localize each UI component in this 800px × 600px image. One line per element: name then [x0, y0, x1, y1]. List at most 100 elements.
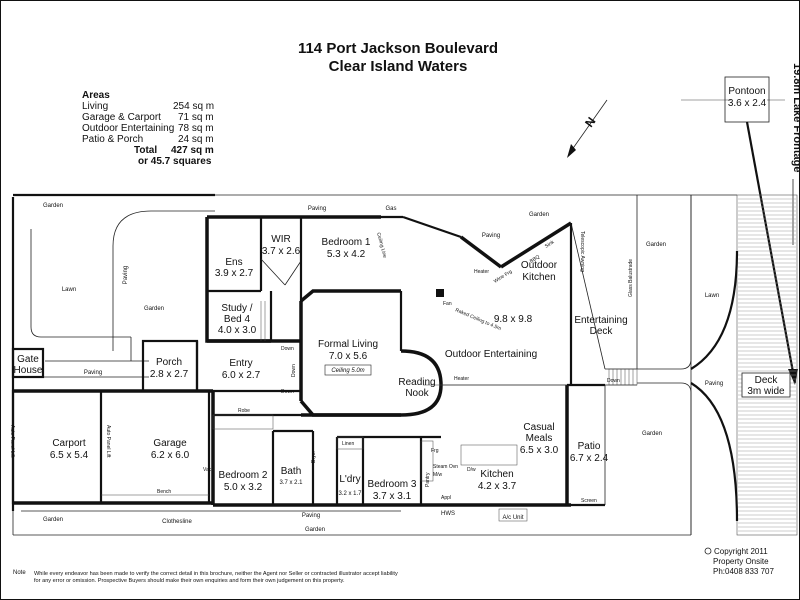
vac-label: Vac [203, 467, 212, 473]
areas-table: Areas Living 254 sq m Garage & Carport 7… [82, 90, 214, 167]
copyright-icon [704, 547, 712, 555]
garden-label: Garden [642, 431, 662, 437]
fan-label: Fan [443, 301, 452, 307]
study-label2: Bed 4 [224, 314, 251, 325]
formal-living-dim: 7.0 x 5.6 [329, 351, 368, 362]
gatehouse-label2: House [14, 365, 43, 376]
wir-dim: 3.7 x 2.6 [262, 246, 301, 257]
garden-label: Garden [529, 212, 549, 218]
steam-oven-label: Steam Ovn [433, 464, 458, 470]
entertaining-deck-label2: Deck [590, 326, 614, 337]
garden-label: Garden [43, 517, 63, 523]
garden-label: Garden [144, 306, 164, 312]
bedroom2-dim: 5.0 x 3.2 [224, 482, 263, 493]
sink-label: Sink [544, 239, 556, 250]
wine-fridge-label: Wine Frg [493, 269, 514, 285]
laundry-dim: 3.2 x 1.7 [338, 491, 362, 497]
paving-label: Paving [302, 513, 320, 519]
lawn-label: Lawn [62, 287, 76, 293]
linen-label: Linen [342, 441, 354, 447]
bedroom2-label: Bedroom 2 [219, 470, 268, 481]
title-line2: Clear Island Waters [329, 58, 468, 75]
appliance-label: Appl [441, 495, 451, 501]
carport-label: Carport [52, 438, 86, 449]
porch-label: Porch [156, 357, 182, 368]
deck-stairs [608, 368, 638, 386]
outside-labels: Garden Lawn Garden Paving Paving Paving … [43, 203, 723, 533]
bedroom3-label: Bedroom 3 [368, 479, 417, 490]
study-dim: 4.0 x 3.0 [218, 325, 257, 336]
paving-label: Paving [123, 266, 129, 284]
bedroom1-dim: 5.3 x 4.2 [327, 249, 366, 260]
dishwasher-label: D/w [467, 467, 476, 473]
down-label: Down [291, 364, 297, 377]
gatehouse-label: Gate [17, 354, 39, 365]
down-label: Down [281, 389, 294, 395]
garage-label: Garage [153, 438, 187, 449]
clothesline-label: Clothesline [162, 519, 192, 525]
garage-dim: 6.2 x 6.0 [151, 450, 190, 461]
gas-label: Gas [385, 206, 396, 212]
fridge-label: Frg [431, 448, 439, 454]
casual-meals-label2: Meals [526, 433, 553, 444]
auto-panel-label: Auto Panel Lift [105, 425, 111, 458]
copyright-line1: Copyright 2011 [714, 547, 768, 556]
casual-meals-label: Casual [523, 422, 554, 433]
area-name: Garage & Carport [82, 112, 161, 123]
north-label: N [582, 115, 598, 130]
paving-label: Paving [308, 206, 326, 212]
outdoor-entertaining-label: Outdoor Entertaining [445, 349, 537, 360]
area-total-value: 427 sq m [171, 145, 214, 156]
reading-nook-label2: Nook [405, 388, 429, 399]
ens-dim: 3.9 x 2.7 [215, 268, 254, 279]
bbq-label: BBQ [529, 254, 541, 265]
room-labels: Bedroom 1 5.3 x 4.2 WIR 3.7 x 2.6 Ens 3.… [14, 234, 628, 502]
outdoor-kitchen-label: Outdoor [521, 260, 558, 271]
lake-frontage-label: 19.8m Lake Frontage [791, 63, 800, 172]
bedroom1-label: Bedroom 1 [322, 237, 371, 248]
ens-label: Ens [225, 257, 242, 268]
area-total-label: Total [134, 145, 157, 156]
reading-nook-label: Reading [398, 377, 435, 388]
kitchen-label: Kitchen [480, 469, 513, 480]
lawn-label: Lawn [705, 293, 719, 299]
note-label: Note [13, 570, 26, 576]
ac-unit-label: A/c Unit [502, 515, 523, 521]
deck-dim: 3m wide [747, 386, 785, 397]
garden-label: Garden [305, 527, 325, 533]
heater-label: Heater [454, 376, 469, 382]
garden-label: Garden [43, 203, 63, 209]
formal-ceiling-note: Ceiling 5.0m [331, 368, 364, 374]
heater-label: Heater [474, 269, 489, 275]
pontoon-dim: 3.6 x 2.4 [728, 98, 767, 109]
area-squares: or 45.7 squares [138, 156, 212, 167]
copyright-block: Copyright 2011 Property Onsite Ph:0408 8… [704, 547, 774, 576]
porch-dim: 2.8 x 2.7 [150, 369, 189, 380]
casual-meals-dim: 6.5 x 3.0 [520, 445, 559, 456]
carport-dim: 6.5 x 5.4 [50, 450, 89, 461]
area-value: 78 sq m [178, 123, 214, 134]
kitchen-dim: 4.2 x 3.7 [478, 481, 517, 492]
entry-label: Entry [229, 358, 252, 369]
paving-label: Paving [705, 381, 723, 387]
paving-label: Paving [482, 233, 500, 239]
down-label: Down [607, 378, 620, 384]
copyright-line3: Ph:0408 833 707 [713, 567, 774, 576]
bath-dim: 3.7 x 2.1 [279, 480, 303, 486]
entry-dim: 6.0 x 2.7 [222, 370, 261, 381]
garden-label: Garden [646, 242, 666, 248]
outdoor-entertaining-dim: 9.8 x 9.8 [494, 314, 533, 325]
down-label: Down [281, 346, 294, 352]
area-name: Outdoor Entertaining [82, 123, 174, 134]
fan-icon [436, 289, 444, 297]
patio-label: Patio [578, 441, 601, 452]
area-name: Patio & Porch [82, 134, 143, 145]
hws-label: HWS [441, 511, 455, 517]
pontoon-label: Pontoon [728, 86, 765, 97]
deck-area: Deck 3m wide [736, 194, 798, 536]
pantry-label: Pantry [425, 472, 431, 487]
wir-label: WIR [271, 234, 290, 245]
screen-label: Screen [581, 498, 597, 504]
area-value: 71 sq m [178, 112, 214, 123]
